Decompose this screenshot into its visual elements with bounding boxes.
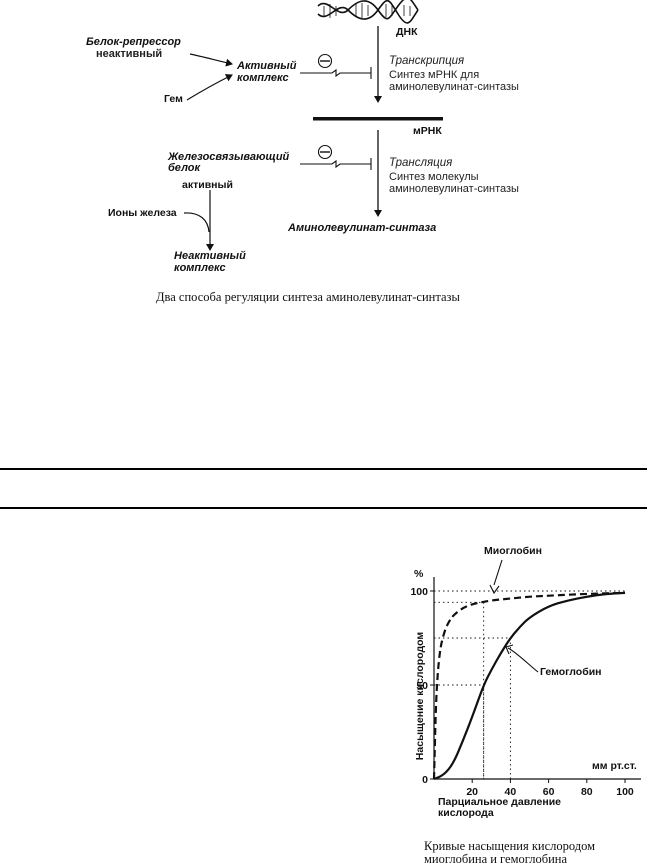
- inactive-label: неактивный: [96, 48, 162, 60]
- repressor-label: Белок-репрессор: [86, 36, 181, 48]
- inactive-complex-label: Неактивный комплекс: [174, 250, 264, 274]
- hemoglobin-pointer-head: [506, 645, 513, 654]
- hemoglobin-pointer: [508, 648, 538, 672]
- myoglobin-pointer: [494, 560, 502, 585]
- active-complex-label: Активный комплекс: [237, 60, 307, 84]
- iron-binding-protein-label: Железосвязывающий белок: [168, 152, 288, 174]
- enzyme-label: Аминолевулинат-синтаза: [288, 222, 436, 234]
- hemoglobin-curve: [434, 593, 625, 779]
- legend-myoglobin: Миоглобин: [484, 545, 542, 557]
- separator-bottom: [0, 507, 647, 509]
- iron-ions-label: Ионы железа: [108, 207, 177, 219]
- y-unit: %: [414, 568, 423, 580]
- transcription-label: Транскрипция: [389, 55, 464, 68]
- x-axis-label: Парциальное давление кислорода: [438, 797, 588, 819]
- heme-label: Гем: [164, 93, 183, 105]
- y-axis-label: Насыщение кислородом: [414, 631, 426, 761]
- myoglobin-pointer-head: [490, 585, 499, 593]
- chart-caption: Кривые насыщения кислородом миоглобина и…: [424, 840, 624, 866]
- active-label: активный: [182, 179, 233, 191]
- diagram-caption: Два способа регуляции синтеза аминолевул…: [156, 290, 460, 305]
- transcription-description: Синтез мРНК для аминолевулинат-синтазы: [389, 69, 569, 93]
- separator-top: [0, 468, 647, 470]
- translation-description: Синтез молекулы аминолевулинат-синтазы: [389, 171, 569, 195]
- dna-helix: [318, 0, 418, 23]
- y-tick-label: 100: [410, 586, 428, 598]
- heme-arrow: [187, 75, 232, 100]
- x-unit: мм рт.ст.: [592, 760, 637, 772]
- inhibition-line-transcription: [300, 67, 371, 79]
- dna-label: ДНК: [396, 26, 417, 38]
- translation-label: Трансляция: [389, 157, 452, 170]
- mrna-bar: [313, 117, 443, 121]
- inhibition-line-translation: [300, 158, 371, 170]
- iron-ions-arrow: [184, 213, 209, 232]
- mrna-label: мРНК: [413, 125, 442, 137]
- repressor-arrow: [190, 54, 232, 64]
- myoglobin-curve: [434, 593, 625, 779]
- y-tick-label: 0: [422, 774, 428, 786]
- legend-hemoglobin: Гемоглобин: [540, 666, 602, 678]
- x-tick-label: 100: [616, 786, 634, 798]
